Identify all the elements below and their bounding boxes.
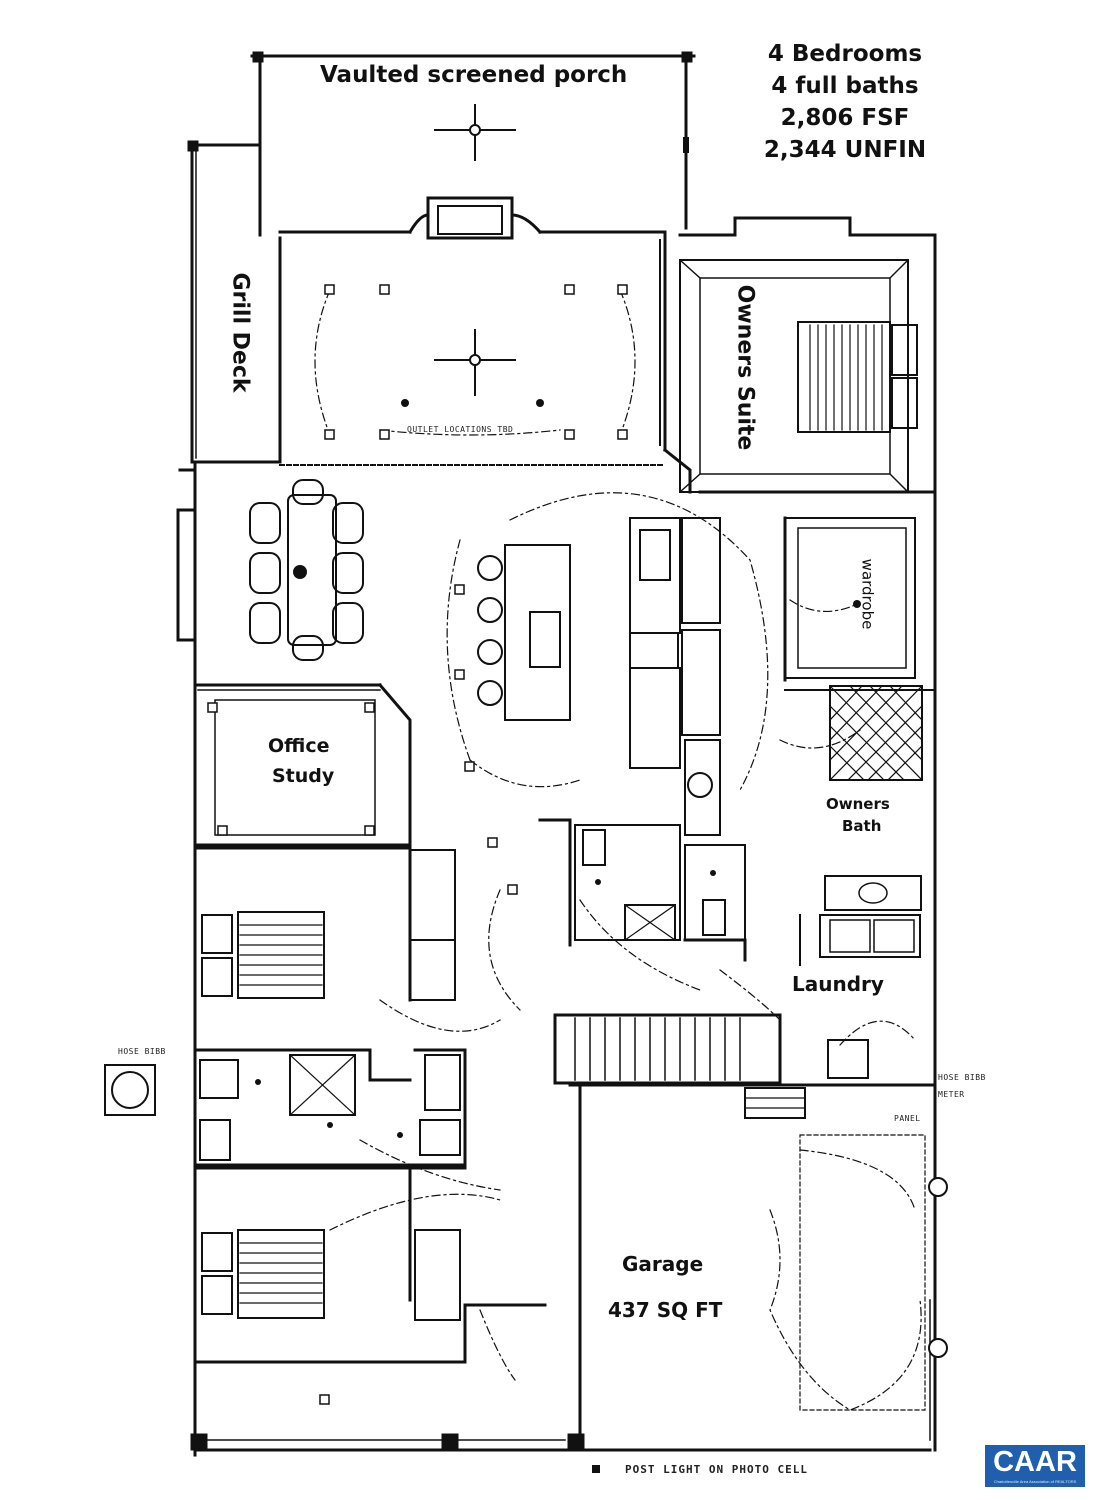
garage-door-openers [928, 1177, 948, 1358]
baths-count: 4 full baths [771, 73, 919, 99]
owners-bath-label-line1: Owners [826, 795, 890, 813]
office-walls [193, 682, 412, 847]
caar-logo-tagline: Charlottesville Area Association of REAL… [993, 1479, 1077, 1484]
ceiling-fan-porch [434, 104, 516, 161]
post-light-note: POST LIGHT ON PHOTO CELL [625, 1463, 808, 1476]
unfinished-sqft: 2,344 UNFIN [763, 137, 927, 163]
kitchen [504, 517, 721, 836]
grill-deck-label: Grill Deck [227, 272, 253, 393]
caar-logo-text: CAAR [993, 1446, 1077, 1478]
porch-label: Vaulted screened porch [320, 62, 628, 88]
great-room-walls [279, 239, 666, 466]
outlet-note: OUTLET LOCATIONS TBD [407, 425, 514, 434]
wardrobe-label: wardrobe [858, 558, 877, 630]
bedroom-2-walls [193, 846, 456, 1002]
fireplace [407, 196, 543, 240]
hose-bibb-right-note: HOSE BIBB [938, 1073, 986, 1082]
study-label: Study [272, 765, 335, 787]
owners-bed [797, 321, 918, 433]
garage-label: Garage [622, 1252, 704, 1276]
office-label: Office [268, 735, 330, 757]
home-summary: 4 Bedrooms 4 full baths 2,806 FSF 2,344 … [740, 38, 950, 166]
ceiling-fan-great-room [434, 329, 516, 396]
fixture-pins [255, 399, 861, 1138]
hose-bibb-left-note: HOSE BIBB [118, 1047, 166, 1056]
center-baths [538, 818, 747, 962]
meter-note: METER [938, 1090, 965, 1099]
ac-unit [104, 1064, 156, 1116]
porch-walls [250, 51, 696, 237]
wardrobe-walls [783, 516, 916, 682]
bedrooms-count: 4 Bedrooms [767, 41, 923, 67]
owners-bath-walls [784, 685, 936, 911]
bedroom-3-walls [193, 1166, 547, 1364]
stairs [553, 1013, 806, 1119]
post-light [592, 1465, 600, 1473]
garage-walls [799, 1134, 926, 1411]
grill-deck-walls [187, 140, 282, 464]
hall-bath-walls [193, 1048, 467, 1167]
wiring-lines [314, 289, 922, 1411]
panel-note: PANEL [894, 1114, 921, 1123]
bar-stools [477, 555, 503, 706]
caar-logo: CAAR Charlottesville Area Association of… [985, 1445, 1085, 1487]
laundry-walls [799, 914, 921, 1079]
exterior-walls [176, 216, 937, 1457]
laundry-label: Laundry [792, 972, 884, 996]
dining-table [249, 479, 364, 661]
light-fixtures [207, 284, 628, 1405]
garage-area-label: 437 SQ FT [608, 1298, 723, 1322]
owners-suite-label: Owners Suite [732, 284, 758, 451]
owners-suite-walls [662, 258, 937, 494]
owners-bath-label-line2: Bath [842, 817, 882, 835]
finished-sqft: 2,806 FSF [780, 105, 910, 131]
